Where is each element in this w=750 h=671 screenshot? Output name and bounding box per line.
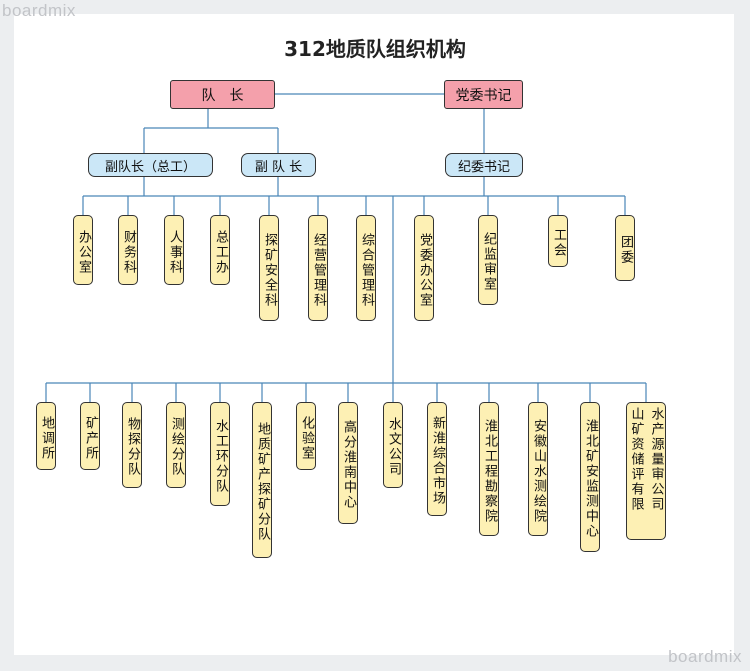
watermark-bottom: boardmix [668, 647, 742, 666]
unit-box: 物探分队 [122, 402, 142, 488]
department-box: 经营管理科 [308, 215, 328, 321]
unit-col-left: 山矿资储评有限 [628, 407, 644, 512]
department-box: 人事科 [164, 215, 184, 285]
unit-col-right: 水产源量审公司 [648, 407, 664, 512]
unit-box: 淮北工程勘察院 [479, 402, 499, 536]
department-box: 总工办 [210, 215, 230, 285]
party-secretary-box: 党委书记 [444, 80, 523, 109]
unit-box-wide: 山矿资储评有限 水产源量审公司 [626, 402, 666, 540]
unit-box: 测绘分队 [166, 402, 186, 488]
department-box: 工会 [548, 215, 568, 267]
watermark-top: boardmix [2, 1, 76, 20]
deputy-captain-box: 副 队 长 [241, 153, 316, 177]
unit-box: 新淮综合市场 [427, 402, 447, 516]
diagram-canvas [14, 14, 734, 655]
captain-box: 队 长 [170, 80, 275, 109]
department-box: 办公室 [73, 215, 93, 285]
unit-box: 矿产所 [80, 402, 100, 470]
unit-box: 水文公司 [383, 402, 403, 488]
discipline-secretary-box: 纪委书记 [445, 153, 523, 177]
unit-box: 地调所 [36, 402, 56, 470]
department-box: 综合管理科 [356, 215, 376, 321]
department-box: 党委办公室 [414, 215, 434, 321]
unit-box: 淮北矿安监测中心 [580, 402, 600, 552]
unit-box: 安徽山水测绘院 [528, 402, 548, 536]
unit-box: 地质矿产探矿分队 [252, 402, 272, 558]
deputy-chief-engineer-box: 副队长（总工） [88, 153, 213, 177]
department-box: 探矿安全科 [259, 215, 279, 321]
unit-box: 高分淮南中心 [338, 402, 358, 524]
unit-box: 化验室 [296, 402, 316, 470]
diagram-title: 312地质队组织机构 [284, 37, 466, 61]
department-box: 纪监审室 [478, 215, 498, 305]
department-box: 财务科 [118, 215, 138, 285]
unit-box: 水工环分队 [210, 402, 230, 506]
department-box: 团委 [615, 215, 635, 281]
